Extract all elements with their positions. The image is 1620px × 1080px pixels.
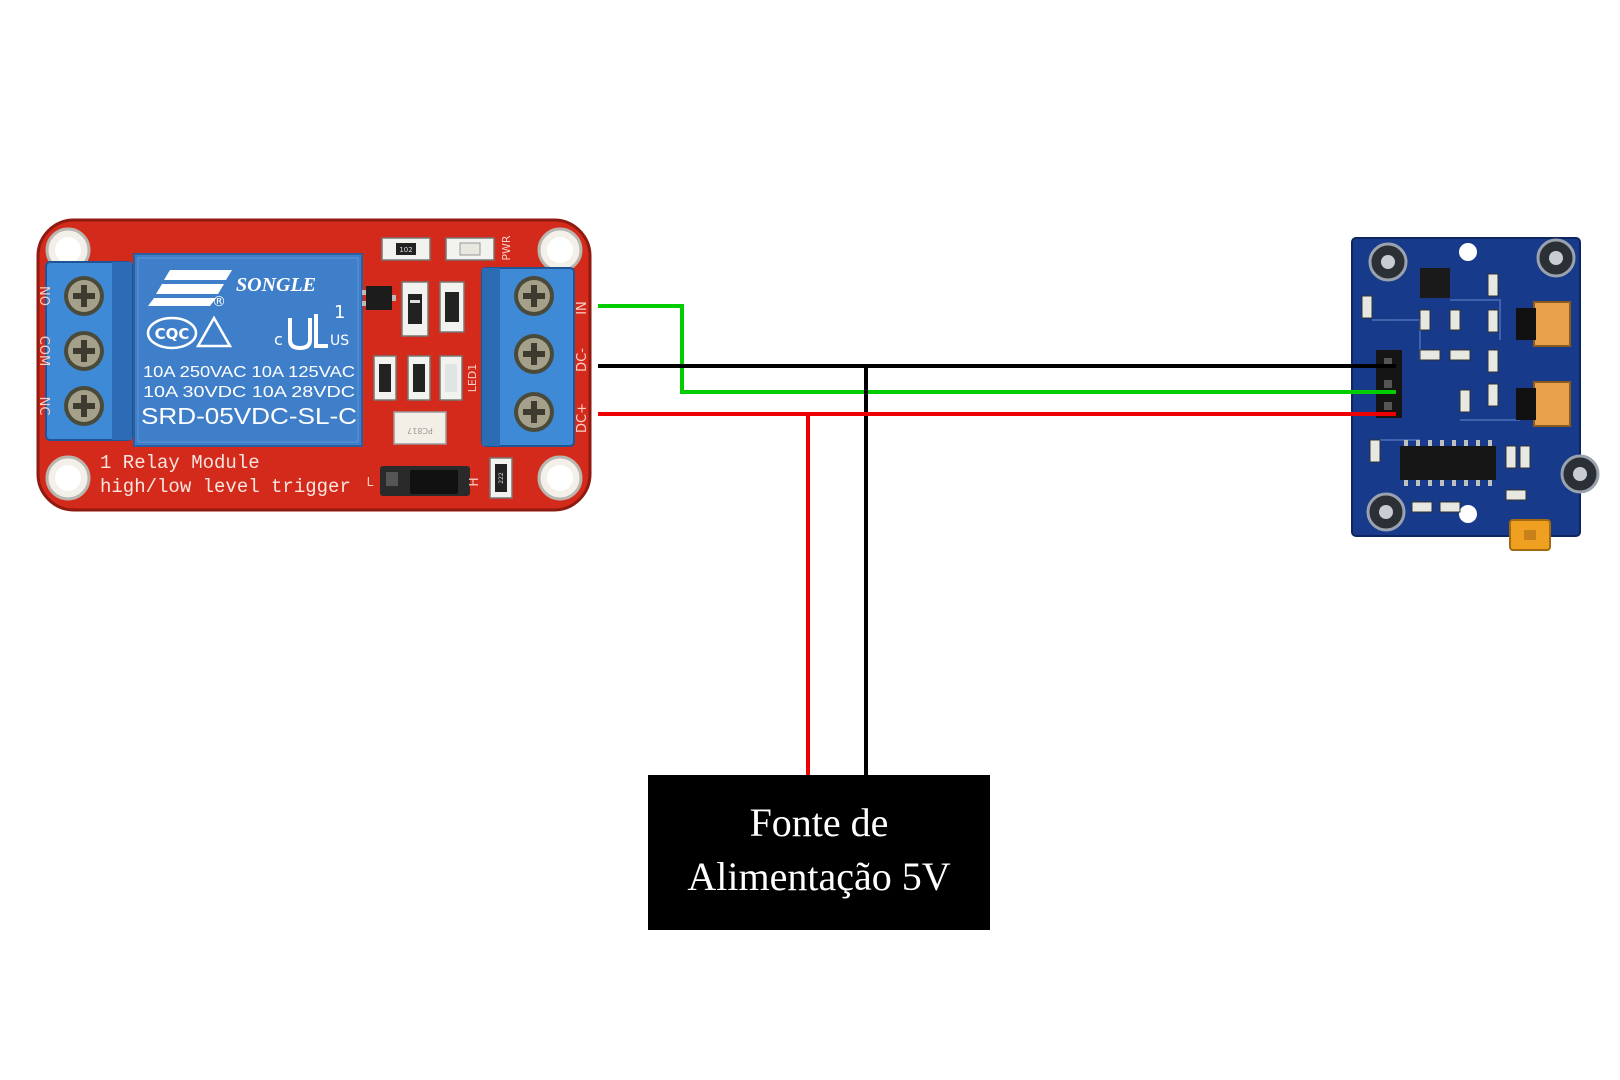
cert-us: US: [330, 333, 349, 349]
pin-label-dc-minus: DC-: [575, 348, 590, 372]
pir-ic-chip: [1400, 440, 1496, 486]
resistor-102-label: 102: [399, 246, 412, 254]
ul-mark-icon: [288, 314, 328, 351]
pin-label-com: COM: [36, 336, 51, 367]
relay-mounting-holes: [45, 227, 583, 501]
pir-regulator: [1420, 268, 1450, 298]
pir-potentiometer: [1533, 381, 1571, 427]
pwr-label: PWR: [500, 235, 513, 261]
pir-capacitors: [1366, 238, 1600, 532]
optocoupler-label: PC817: [407, 426, 433, 435]
cqc-mark-icon: [146, 316, 198, 350]
pir-header-pins: [1376, 350, 1402, 418]
power-supply-rect: [648, 775, 990, 930]
registered-mark-icon: ®: [212, 294, 226, 310]
relay-model: SRD-05VDC-SL-C: [141, 403, 357, 429]
relay-module: NO COM NC SONGLE ® CQC c 1 US: [36, 218, 592, 512]
pin-label-dc-plus: DC+: [575, 403, 590, 433]
triangle-mark-icon: [195, 315, 233, 348]
module-title: 1 Relay Module: [100, 452, 260, 474]
relay-input-terminal-block: [481, 267, 575, 447]
jumper-l-label: L: [367, 475, 374, 489]
jumper-h-label: H: [467, 477, 481, 486]
led1-label: LED1: [466, 364, 479, 393]
module-subtitle: high/low level trigger: [100, 476, 351, 498]
cert-number: 1: [334, 302, 345, 323]
power-supply-line-1: Fonte de: [750, 800, 889, 845]
relay-body: SONGLE ® CQC c 1 US 10A 250VAC 10A 125VA…: [133, 253, 363, 447]
relay-brand: SONGLE: [236, 274, 316, 296]
pin-label-in: IN: [575, 301, 590, 315]
cert-c: c: [274, 330, 283, 349]
relay-output-terminal-block: [45, 261, 133, 441]
power-supply-line-2: Alimentação 5V: [687, 854, 950, 899]
pir-smd-components: [1361, 273, 1531, 513]
resistor-222-label: 222: [498, 472, 505, 484]
relay-smd-components: 102 PWR LED1 P: [362, 235, 513, 499]
pir-mounting-hole: [1459, 505, 1477, 523]
pin-label-no: NO: [36, 286, 51, 306]
signal-wire: [598, 304, 1396, 394]
pir-potentiometer: [1533, 301, 1571, 347]
relay-rating-1: 10A 250VAC 10A 125VAC: [143, 364, 355, 381]
cqc-text: CQC: [155, 325, 190, 343]
pin-label-nc: NC: [36, 397, 51, 416]
pir-mounting-hole: [1459, 243, 1477, 261]
pir-sensor-module: [1351, 237, 1600, 551]
songle-logo-icon: [148, 270, 232, 306]
wiring: [598, 304, 1396, 775]
relay-rating-2: 10A 30VDC 10A 28VDC: [143, 384, 355, 401]
power-supply-box: Fonte de Alimentação 5V: [648, 775, 990, 930]
